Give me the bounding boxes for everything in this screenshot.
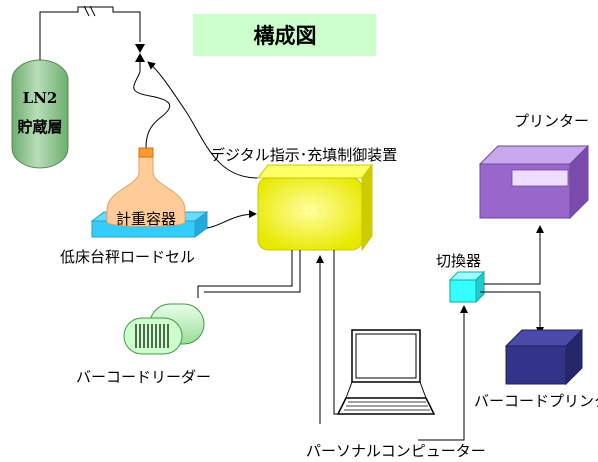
valve-control-arrow bbox=[147, 61, 259, 179]
printer-side bbox=[569, 144, 589, 220]
barcode-reader bbox=[123, 303, 205, 355]
pipe-break-mark-2 bbox=[89, 5, 96, 17]
switcher-side bbox=[475, 270, 485, 304]
controller-label: デジタル指示･充填制御装置 bbox=[210, 146, 397, 164]
printer-paper-slot bbox=[511, 169, 569, 187]
controller-box bbox=[257, 177, 363, 251]
switcher-label: 切換器 bbox=[436, 252, 481, 270]
vessel-neck bbox=[138, 147, 154, 158]
barcode-printer-front bbox=[505, 345, 567, 385]
switcher-box bbox=[449, 279, 477, 303]
switcher-to-printer-arrow bbox=[484, 225, 544, 285]
fill-pipe bbox=[133, 71, 171, 149]
weighing-vessel bbox=[106, 155, 186, 227]
printer-top bbox=[478, 145, 590, 165]
switcher-to-barcode-printer-arrow bbox=[480, 291, 544, 335]
loadcell-label: 低床台秤ロードセル bbox=[60, 248, 195, 266]
reader-cable bbox=[197, 250, 293, 298]
personal-computer bbox=[336, 329, 436, 415]
reader-cable-2 bbox=[204, 250, 301, 293]
barcode-printer-label: バーコードプリンター bbox=[474, 392, 598, 410]
vessel-label: 計重容器 bbox=[116, 210, 176, 228]
controller-side bbox=[361, 163, 373, 252]
controller-back bbox=[256, 164, 374, 179]
printer-label: プリンター bbox=[514, 112, 589, 130]
pipe-break-mark bbox=[83, 5, 90, 17]
diagram-title: 構成図 bbox=[254, 24, 317, 48]
controller-display-dots bbox=[279, 195, 341, 225]
supply-pipe bbox=[39, 6, 141, 60]
title-box bbox=[193, 14, 376, 56]
valve-symbol bbox=[135, 44, 145, 62]
tank-label-line1: LN2 bbox=[23, 89, 58, 107]
tank-label-line2: 貯蔵層 bbox=[17, 118, 62, 136]
loadcell-signal-arrow bbox=[206, 210, 257, 229]
ln2-tank bbox=[11, 59, 69, 169]
pc-label: パーソナルコンピューター bbox=[306, 442, 486, 460]
reader-label: バーコードリーダー bbox=[76, 368, 211, 386]
pc-to-switcher-arrow bbox=[418, 305, 468, 441]
barcode-printer-side bbox=[565, 328, 583, 386]
